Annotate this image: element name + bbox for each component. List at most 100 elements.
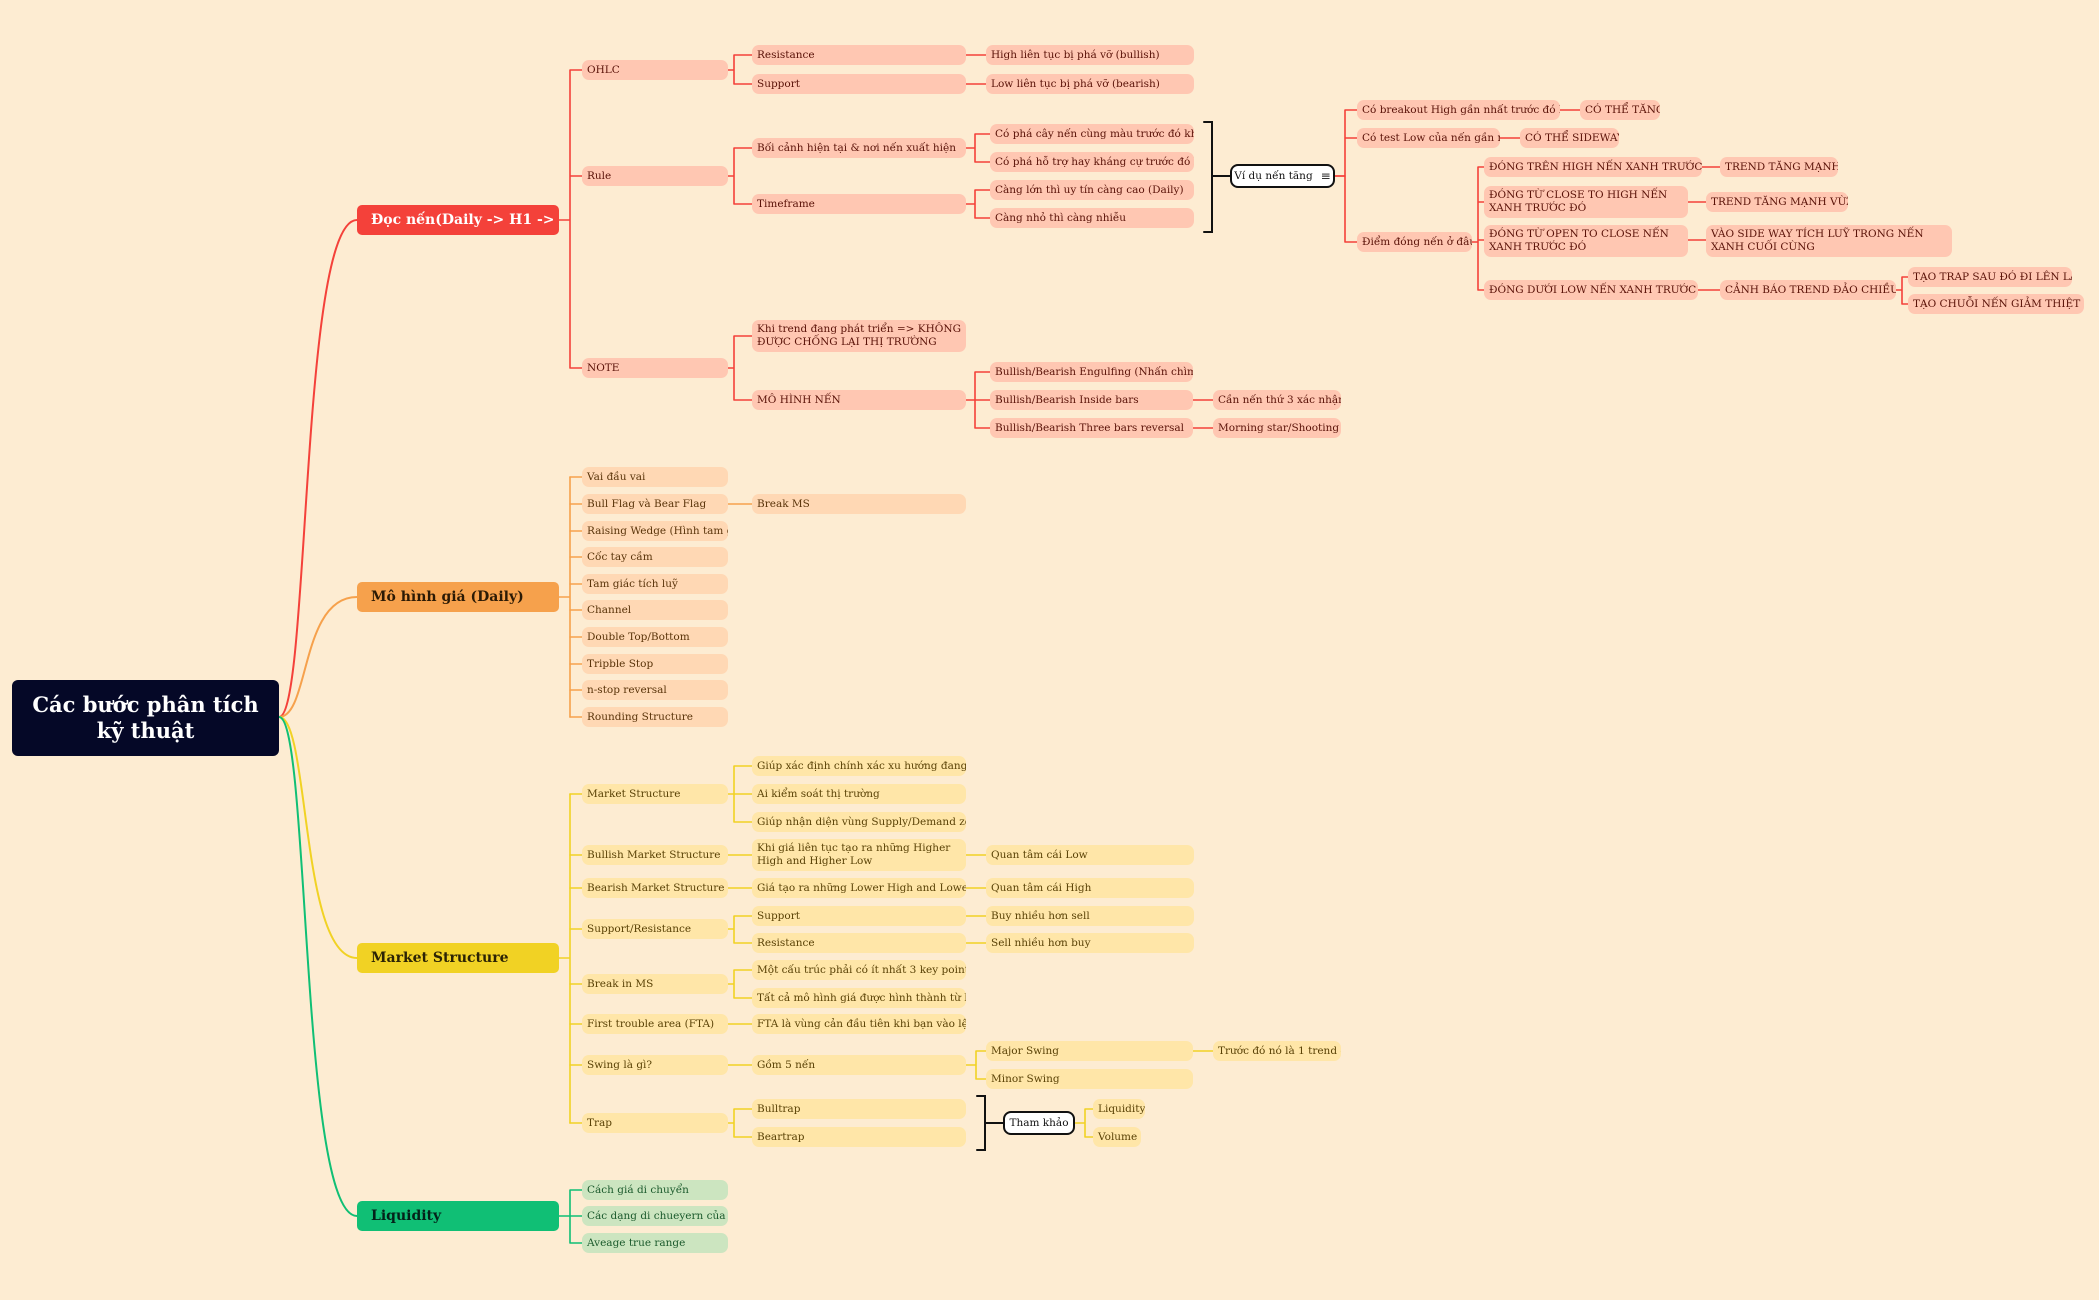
topic-close-2-result[interactable]: TREND TĂNG MẠNH VỪA (1706, 192, 1848, 212)
topic-swing-minor[interactable]: Minor Swing (986, 1069, 1193, 1089)
root-topic[interactable]: Các bước phân tích kỹ thuật (12, 680, 279, 756)
topic-close-4[interactable]: ĐÓNG DƯỚI LOW NẾN XANH TRƯỚC ĐÓ (1484, 280, 1698, 300)
topic-pattern-item[interactable]: Rounding Structure (582, 707, 728, 727)
links-market-structure (558, 765, 1214, 1138)
links-doc-nen (558, 54, 1909, 429)
topic-rule-timeframe-2[interactable]: Càng nhỏ thì càng nhiễu (990, 208, 1194, 228)
topic-pattern-1[interactable]: Bullish/Bearish Engulfing (Nhấn chìm) (990, 362, 1193, 382)
topic-close-2[interactable]: ĐÓNG TỪ CLOSE TO HIGH NẾN XANH TRƯỚC ĐÓ (1484, 186, 1688, 218)
topic-ohlc-resistance-note[interactable]: High liên tục bị phá vỡ (bullish) (986, 45, 1194, 65)
topic-rule-context-q2[interactable]: Có phá hỗ trợ hay kháng cự trước đó khôn… (990, 152, 1194, 172)
topic-liquidity-item[interactable]: Các dạng di chueyern của giá (582, 1206, 728, 1226)
topic-liquidity-item[interactable]: Aveage true range (582, 1233, 728, 1253)
topic-close-3-result[interactable]: VÀO SIDE WAY TÍCH LUỸ TRONG NẾN XANH CUỐ… (1706, 225, 1952, 257)
topic-pattern-3[interactable]: Bullish/Bearish Three bars reversal (990, 418, 1193, 438)
topic-rule-timeframe[interactable]: Timeframe (752, 194, 966, 214)
links-mo-hinh-gia (558, 476, 753, 718)
topic-trap-bull[interactable]: Bulltrap (752, 1099, 966, 1119)
topic-close-4-result[interactable]: CẢNH BÁO TREND ĐẢO CHIỀU (1720, 280, 1896, 300)
topic-break-ms[interactable]: Break in MS (582, 974, 728, 994)
topic-close-3[interactable]: ĐÓNG TỪ OPEN TO CLOSE NẾN XANH TRƯỚC ĐÓ (1484, 225, 1688, 257)
topic-sr-support[interactable]: Support (752, 906, 966, 926)
topic-ms-3[interactable]: Giúp nhận diện vùng Supply/Demand zone (752, 812, 966, 832)
topic-trap-ref[interactable]: Tham khảo (1003, 1111, 1075, 1135)
topic-trap[interactable]: Trap (582, 1113, 728, 1133)
topic-trap-bear[interactable]: Beartrap (752, 1127, 966, 1147)
topic-ohlc-resistance[interactable]: Resistance (752, 45, 966, 65)
topic-ms-2[interactable]: Ai kiểm soát thị trường (752, 784, 966, 804)
topic-example[interactable]: Ví dụ nến tăng ≡ (1230, 164, 1335, 188)
topic-break-ms-2[interactable]: Tất cả mô hình giá được hình thành từ MS (752, 988, 966, 1008)
topic-sr-resistance[interactable]: Resistance (752, 933, 966, 953)
topic-close-1-result[interactable]: TREND TĂNG MẠNH (1720, 157, 1838, 177)
topic-fta[interactable]: First trouble area (FTA) (582, 1014, 728, 1034)
link-root-mohinhgia (278, 596, 358, 718)
branch-market-structure-label[interactable]: Market Structure (357, 943, 559, 973)
topic-pattern-item[interactable]: Tripble Stop (582, 654, 728, 674)
branch-doc-nen-label[interactable]: Đọc nến(Daily -> H1 -> M15) (357, 205, 559, 235)
topic-swing-desc[interactable]: Gồm 5 nến (752, 1055, 966, 1075)
topic-fta-desc[interactable]: FTA là vùng cản đầu tiên khi bạn vào lện… (752, 1014, 966, 1034)
topic-example-close[interactable]: Điểm đóng nến ở đâu (1357, 232, 1472, 252)
topic-ms[interactable]: Market Structure (582, 784, 728, 804)
link-root-ms (278, 716, 358, 959)
topic-ohlc-support[interactable]: Support (752, 74, 966, 94)
topic-close-4-b[interactable]: TẠO CHUỖI NẾN GIẢM THIỆT SỰ (1908, 294, 2084, 314)
topic-pattern-3-note[interactable]: Morning star/Shooting star (1213, 418, 1341, 438)
topic-pattern-item[interactable]: n-stop reversal (582, 680, 728, 700)
topic-trap-ref-2[interactable]: Volume (1093, 1127, 1141, 1147)
bracket-trap-ref (976, 1095, 1004, 1151)
topic-pattern-item[interactable]: Raising Wedge (Hình tam giác) (582, 521, 728, 541)
topic-close-4-a[interactable]: TẠO TRAP SAU ĐÓ ĐI LÊN LẠI (1908, 267, 2072, 287)
topic-ohlc-support-note[interactable]: Low liên tục bị phá vỡ (bearish) (986, 74, 1194, 94)
topic-rule-context-q1[interactable]: Có phá cây nến cùng màu trước đó không? (990, 124, 1194, 144)
topic-bearish-note[interactable]: Quan tâm cái High (986, 878, 1194, 898)
topic-rule[interactable]: Rule (582, 166, 728, 186)
topic-pattern-2[interactable]: Bullish/Bearish Inside bars (990, 390, 1193, 410)
topic-bullish-desc[interactable]: Khi giá liên tục tạo ra những Higher Hig… (752, 839, 966, 871)
topic-ms-1[interactable]: Giúp xác định chính xác xu hướng đang di… (752, 756, 966, 776)
topic-pattern-item[interactable]: Double Top/Bottom (582, 627, 728, 647)
link-root-docnen (278, 219, 358, 718)
bracket-rule-example (1203, 121, 1231, 233)
topic-pattern-item[interactable]: Cốc tay cầm (582, 547, 728, 567)
topic-note[interactable]: NOTE (582, 358, 728, 378)
topic-break-ms-1[interactable]: Một cấu trúc phải có ít nhất 3 key point (752, 960, 966, 980)
topic-bullish-note[interactable]: Quan tâm cái Low (986, 845, 1194, 865)
topic-example-test-low-result[interactable]: CÓ THỂ SIDEWAY (1520, 128, 1619, 148)
topic-example-breakout-result[interactable]: CÓ THỂ TĂNG (1580, 100, 1660, 120)
topic-liquidity-item[interactable]: Cách giá di chuyển (582, 1180, 728, 1200)
topic-swing[interactable]: Swing là gì? (582, 1055, 728, 1075)
branch-liquidity-label[interactable]: Liquidity (357, 1201, 559, 1231)
topic-pattern-item[interactable]: Channel (582, 600, 728, 620)
topic-pattern-2-note[interactable]: Cần nến thứ 3 xác nhận (1213, 390, 1341, 410)
topic-pattern-item[interactable]: Bull Flag và Bear Flag (582, 494, 728, 514)
topic-close-1[interactable]: ĐÓNG TRÊN HIGH NẾN XANH TRƯỚC ĐÓ (1484, 157, 1702, 177)
topic-example-test-low[interactable]: Có test Low của nến gần nhất? (1357, 128, 1500, 148)
topic-pattern-item[interactable]: Tam giác tích luỹ (582, 574, 728, 594)
link-root-liquidity (278, 716, 358, 1217)
topic-note-trend[interactable]: Khi trend đang phát triển => KHÔNG ĐƯỢC … (752, 320, 966, 352)
topic-rule-context[interactable]: Bối cảnh hiện tại & nơi nến xuất hiện (752, 138, 966, 158)
topic-note-patterns[interactable]: MÔ HÌNH NẾN (752, 390, 966, 410)
topic-ohlc[interactable]: OHLC (582, 60, 728, 80)
topic-bullish-ms[interactable]: Bullish Market Structure (582, 845, 728, 865)
topic-bull-flag-note[interactable]: Break MS (752, 494, 966, 514)
topic-swing-major-note[interactable]: Trước đó nó là 1 trend có (1213, 1041, 1341, 1061)
topic-swing-major[interactable]: Major Swing (986, 1041, 1193, 1061)
topic-sr-support-note[interactable]: Buy nhiều hơn sell (986, 906, 1194, 926)
topic-example-breakout[interactable]: Có breakout High gần nhất trước đó không… (1357, 100, 1560, 120)
topic-trap-ref-1[interactable]: Liquidity (1093, 1099, 1145, 1119)
links-liquidity (558, 1189, 583, 1244)
branch-mo-hinh-gia-label[interactable]: Mô hình giá (Daily) (357, 582, 559, 612)
topic-sr[interactable]: Support/Resistance (582, 919, 728, 939)
topic-bearish-desc[interactable]: Giá tạo ra những Lower High and Lower Lo… (752, 878, 966, 898)
topic-pattern-item[interactable]: Vai đầu vai (582, 467, 728, 487)
topic-rule-timeframe-1[interactable]: Càng lớn thì uy tín càng cao (Daily) (990, 180, 1194, 200)
note-icon: ≡ (1320, 168, 1331, 183)
topic-bearish-ms[interactable]: Bearish Market Structure (582, 878, 728, 898)
topic-example-label: Ví dụ nến tăng (1234, 169, 1313, 182)
topic-sr-resistance-note[interactable]: Sell nhiều hơn buy (986, 933, 1194, 953)
